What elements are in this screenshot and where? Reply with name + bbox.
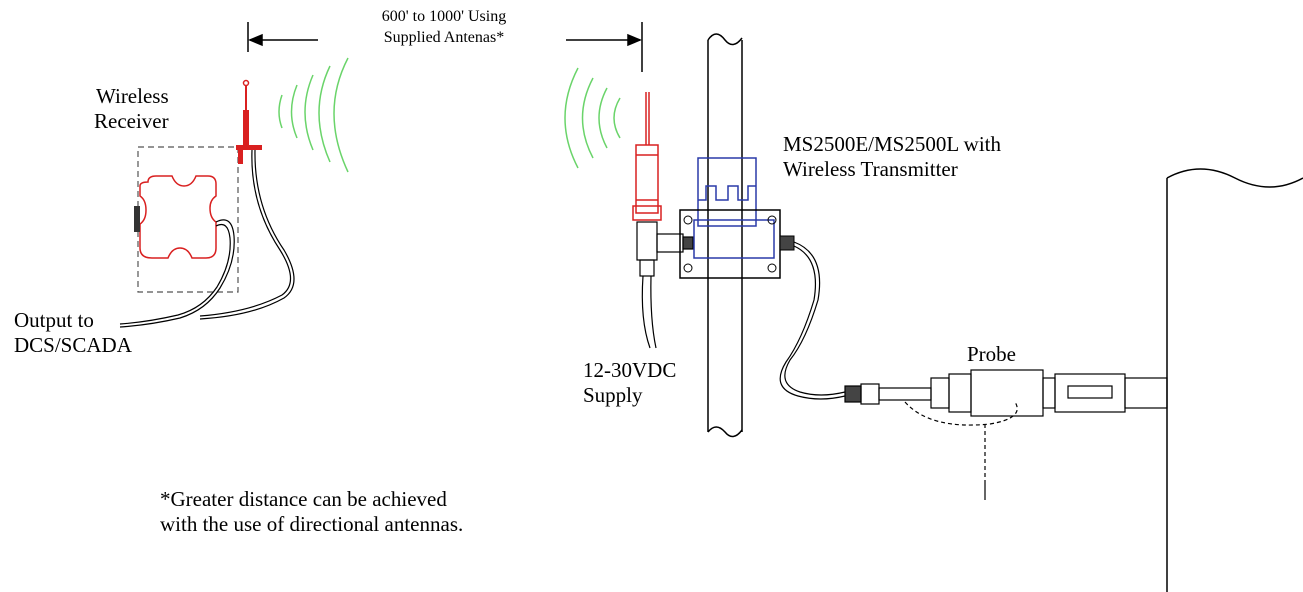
footnote-line1: *Greater distance can be achieved	[160, 487, 447, 511]
receiver-connector	[134, 206, 140, 232]
probe-cable	[779, 241, 846, 400]
receiver-antenna-icon	[236, 79, 262, 164]
output-label: Output to DCS/SCADA	[14, 308, 132, 358]
range-right-arrowhead	[627, 33, 642, 47]
receiver-label: Wireless Receiver	[94, 84, 169, 134]
transmitter-housing	[679, 157, 795, 279]
receiver-output-cable-2	[119, 223, 231, 325]
receiver-enclosure-outline	[137, 146, 239, 293]
transmitter-label: MS2500E/MS2500L with Wireless Transmitte…	[783, 132, 1001, 182]
supply-label-line2: Supply	[583, 383, 643, 407]
range-label-line2: Supplied Antenas*	[383, 29, 505, 46]
output-label-line2: DCS/SCADA	[14, 333, 132, 357]
range-label: 600' to 1000' Using Supplied Antenas*	[340, 6, 548, 48]
receiver-output-cable	[119, 219, 235, 328]
output-label-line1: Output to	[14, 308, 94, 332]
probe-assembly	[844, 369, 1168, 500]
transmitter-antenna-icon	[632, 92, 662, 221]
wireless-receiver	[119, 79, 295, 328]
receiver-antenna-cable-2	[199, 149, 295, 320]
range-left-arrowhead	[248, 33, 263, 47]
receiver-label-line2: Receiver	[94, 109, 169, 133]
footnote: *Greater distance can be achieved with t…	[160, 487, 463, 537]
transmitter-signal-waves	[564, 67, 621, 169]
mounting-pole	[707, 33, 743, 438]
transmitter-label-line1: MS2500E/MS2500L with	[783, 132, 1001, 156]
receiver-label-line1: Wireless	[96, 84, 169, 108]
footnote-line2: with the use of directional antennas.	[160, 512, 464, 536]
range-dimension	[247, 22, 643, 72]
supply-label-line1: 12-30VDC	[583, 358, 677, 382]
probe-label: Probe	[967, 342, 1016, 366]
range-label-line1: 600' to 1000' Using	[381, 8, 507, 25]
supply-tee-fitting	[636, 221, 694, 349]
receiver-antenna-cable	[199, 149, 292, 317]
receiver-signal-waves	[278, 57, 349, 173]
supply-label: 12-30VDC Supply	[583, 358, 676, 408]
transmitter-label-line2: Wireless Transmitter	[783, 157, 958, 181]
receiver-body	[139, 175, 217, 259]
process-pipe	[1166, 168, 1303, 592]
